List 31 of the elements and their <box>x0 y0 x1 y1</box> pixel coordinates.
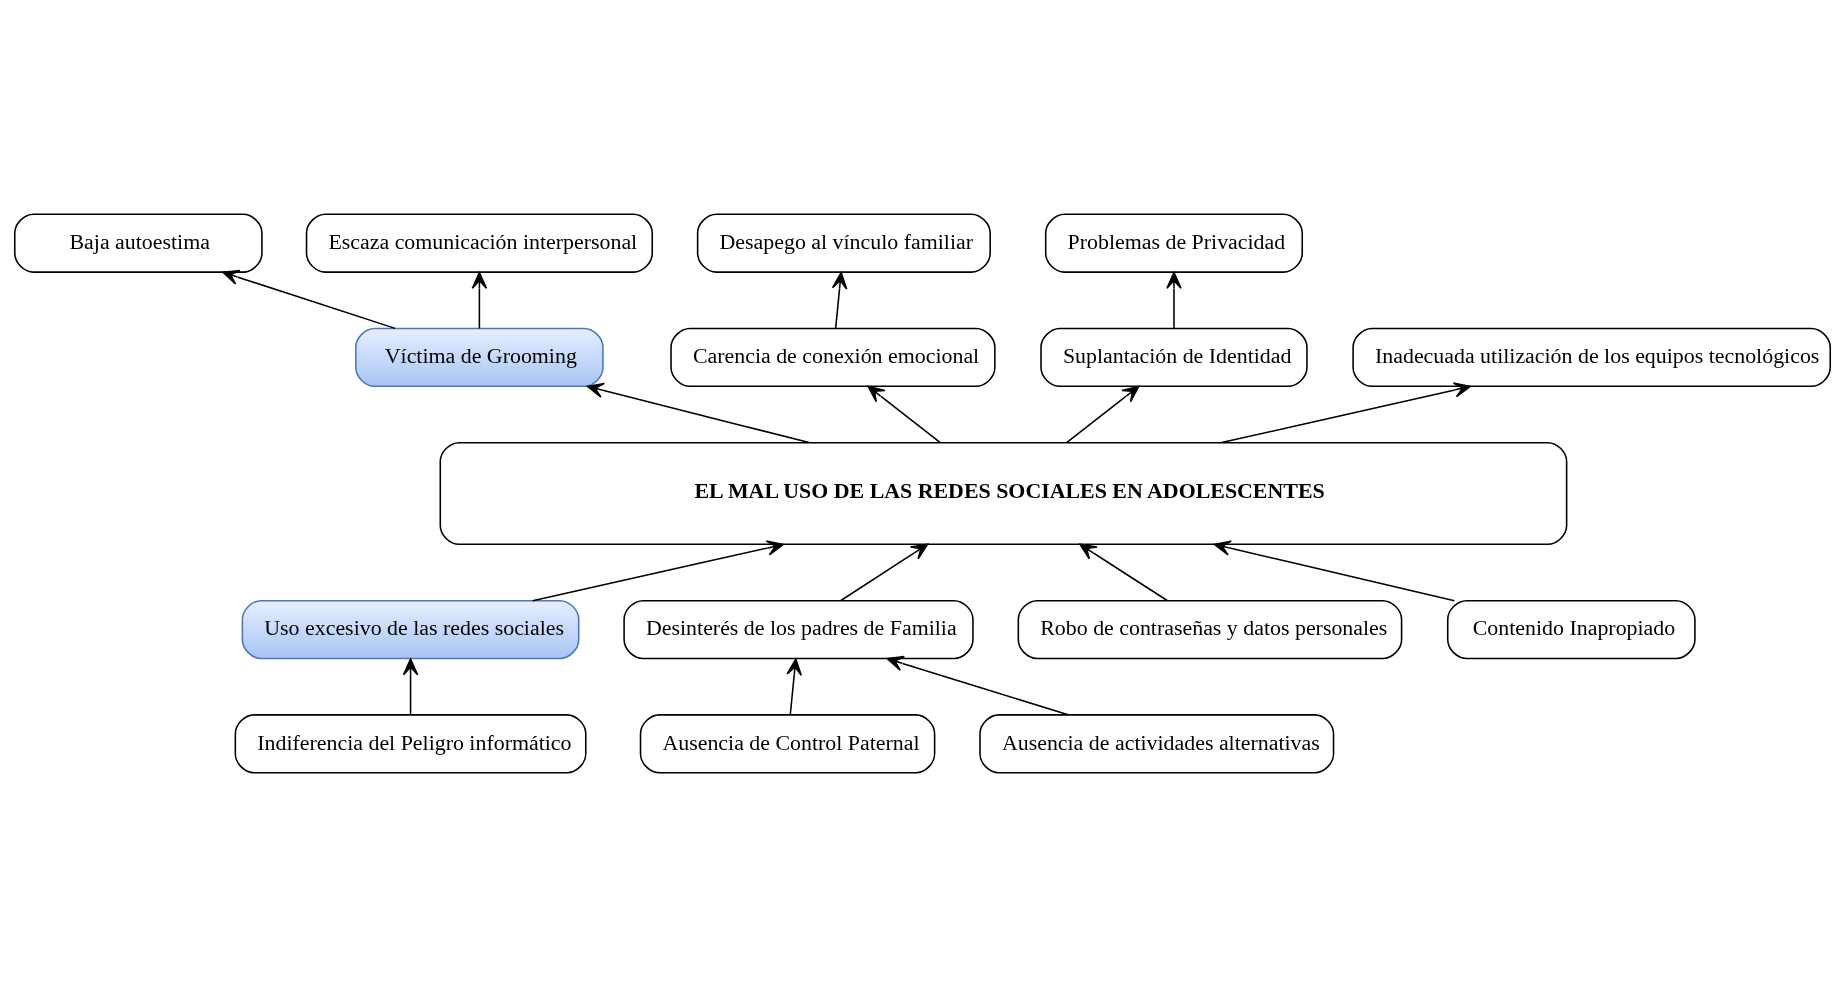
arrow <box>786 658 802 716</box>
node-box: Indiferencia del Peligro informático <box>234 714 587 774</box>
arrow <box>1220 382 1472 444</box>
arrow <box>471 271 488 330</box>
node-box: Baja autoestima <box>14 213 263 273</box>
arrow <box>831 271 848 330</box>
node-box: Ausencia de Control Paternal <box>639 714 936 774</box>
node-box: Ausencia de actividades alternativas <box>979 714 1335 774</box>
node-box: Carencia de conexión emocional <box>670 327 996 388</box>
node-box: Víctima de Grooming <box>355 327 604 388</box>
arrow <box>840 543 929 602</box>
arrow <box>1166 271 1182 330</box>
arrow <box>586 382 810 444</box>
node-box: Problemas de Privacidad <box>1044 213 1304 273</box>
node-box: Robo de contraseñas y datos personales <box>1017 599 1403 660</box>
node-box: Inadecuada utilización de los equipos tecnológicos <box>1352 327 1831 388</box>
arrow <box>402 658 419 716</box>
node-box: Desapego al vínculo familiar <box>696 213 991 273</box>
arrow <box>886 655 1069 716</box>
node-box: Suplantación de Identidad <box>1040 327 1308 388</box>
arrow <box>1066 385 1140 444</box>
node-box: Contenido Inapropiado <box>1446 599 1696 660</box>
arrow <box>1213 540 1456 602</box>
node-box: EL MAL USO DE LAS REDES SOCIALES EN ADOLESCENTES <box>439 441 1568 546</box>
arrow <box>1079 543 1168 602</box>
arrow <box>222 269 396 330</box>
node-box: Uso excesivo de las redes sociales <box>241 599 580 660</box>
arrow <box>867 385 941 444</box>
node-box: Escaza comunicación interpersonal <box>305 213 654 273</box>
arrow <box>531 540 784 602</box>
node-box: Desinterés de los padres de Familia <box>623 599 974 660</box>
